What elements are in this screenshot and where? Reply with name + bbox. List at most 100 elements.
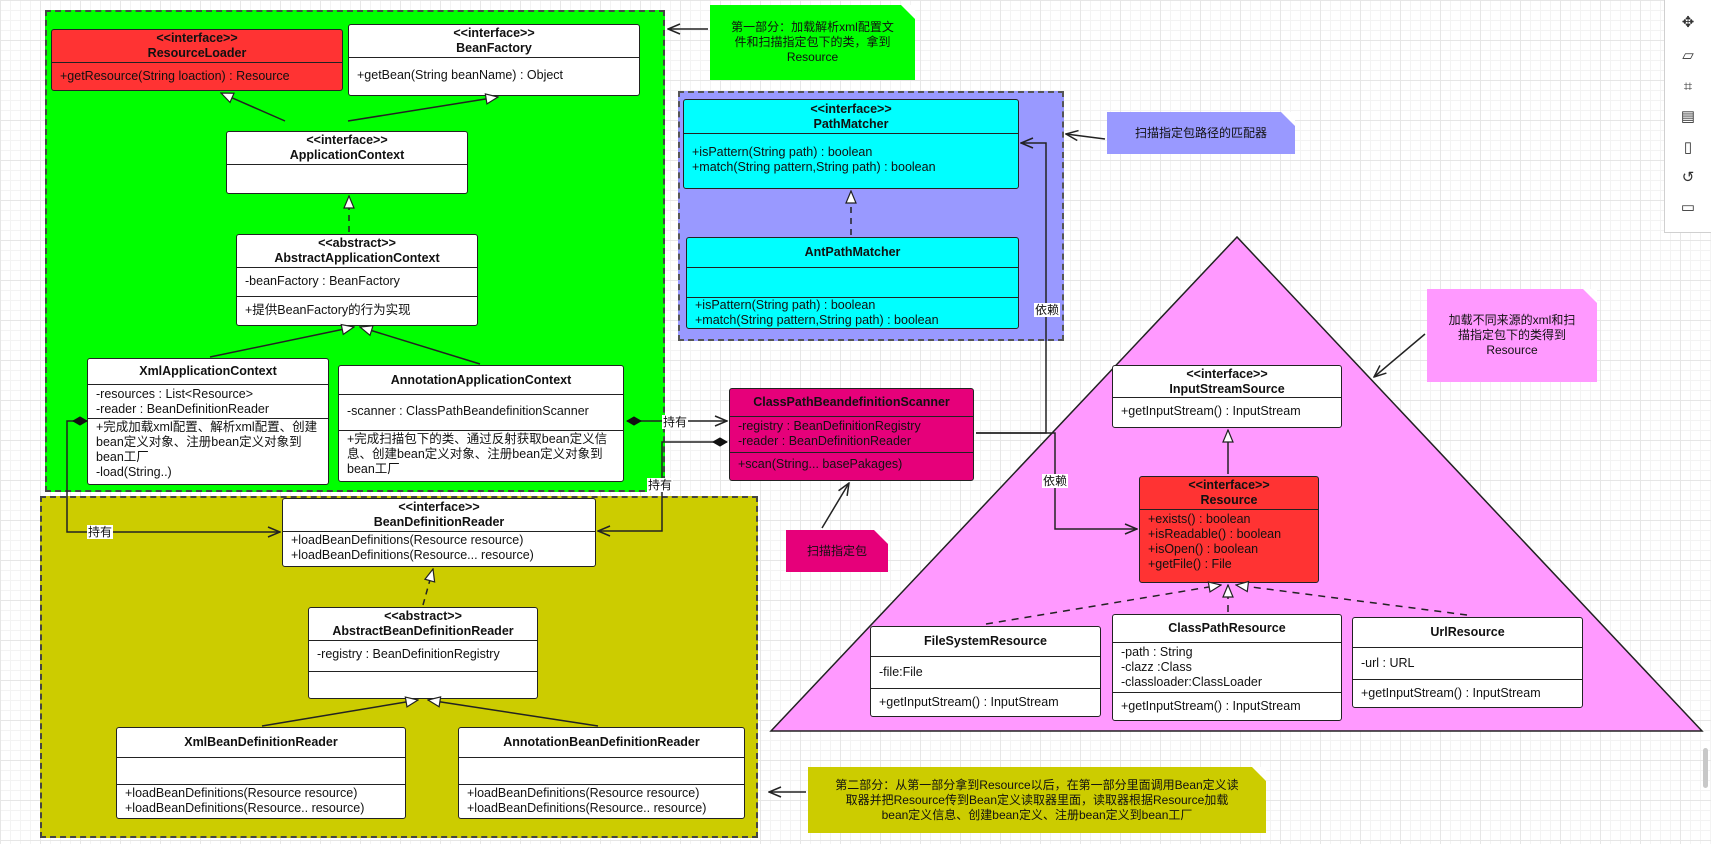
- note-matcher-text: 扫描指定包路径的匹配器: [1134, 125, 1267, 140]
- page-icon[interactable]: ▯: [1683, 139, 1693, 156]
- method: +match(String pattern,String path) : boo…: [695, 313, 939, 327]
- move-icon[interactable]: ✥: [1681, 14, 1695, 31]
- method: +getBean(String beanName) : Object: [357, 68, 564, 82]
- format-icon[interactable]: ▱: [1682, 47, 1694, 64]
- note-scan-text: 扫描指定包: [806, 543, 867, 558]
- method: +exists() : boolean: [1148, 512, 1251, 526]
- crop-icon[interactable]: ⌗: [1683, 78, 1693, 95]
- class-name: BeanDefinitionReader: [373, 515, 505, 529]
- note-resource: 加载不同来源的xml和扫 描指定包下的类得到 Resource: [1427, 289, 1597, 382]
- stereotype: <<interface>>: [810, 101, 892, 116]
- class-abstract-application-context[interactable]: <<abstract>> AbstractApplicationContext …: [236, 234, 478, 326]
- label-depends-matcher: 依赖: [1034, 303, 1061, 317]
- class-annotation-application-context[interactable]: AnnotationApplicationContext -scanner : …: [338, 365, 624, 482]
- method: +getFile() : File: [1148, 557, 1232, 571]
- field: -clazz :Class: [1121, 660, 1192, 674]
- stereotype: <<interface>>: [156, 31, 238, 45]
- class-ant-path-matcher[interactable]: AntPathMatcher +isPattern(String path) :…: [686, 237, 1019, 329]
- method: +getInputStream() : InputStream: [879, 695, 1059, 709]
- edge-abstract-reader: [422, 569, 433, 606]
- field: -beanFactory : BeanFactory: [245, 274, 400, 288]
- method: +isReadable() : boolean: [1148, 527, 1282, 541]
- pointer-matcher: [1066, 134, 1106, 139]
- note-part2: 第二部分：从第一部分拿到Resource以后，在第一部分里面调用Bean定义读 …: [808, 767, 1266, 833]
- history-icon[interactable]: ↺: [1681, 169, 1695, 186]
- class-resource-loader[interactable]: <<interface>> ResourceLoader +getResourc…: [51, 29, 343, 91]
- edge-scanner-depends-matcher: [976, 143, 1047, 434]
- class-input-stream-source[interactable]: <<interface>> InputStreamSource +getInpu…: [1112, 365, 1342, 428]
- edge-xml-holds-reader: [66, 421, 280, 532]
- class-application-context[interactable]: <<interface>> ApplicationContext: [226, 131, 468, 194]
- class-name: InputStreamSource: [1169, 381, 1285, 396]
- class-name: FileSystemResource: [924, 634, 1047, 648]
- class-name: ResourceLoader: [147, 46, 247, 60]
- class-classpath-resource[interactable]: ClassPathResource -path : String -clazz …: [1112, 614, 1342, 721]
- class-name: AbstractBeanDefinitionReader: [332, 624, 514, 638]
- method: +getResource(String loaction) : Resource: [60, 69, 290, 83]
- method: +isOpen() : boolean: [1148, 542, 1259, 556]
- class-name: AnnotationBeanDefinitionReader: [503, 735, 700, 749]
- field: -classloader:ClassLoader: [1121, 675, 1263, 689]
- field: -path : String: [1121, 645, 1193, 659]
- method: +提供BeanFactory的行为实现: [245, 303, 411, 317]
- method: +loadBeanDefinitions(Resource... resourc…: [291, 548, 534, 562]
- note-part1-text: 第一部分：加载解析xml配置文 件和扫描指定包下的类，拿到 Resource: [731, 20, 894, 64]
- edge-filesystem-resource: [985, 585, 1221, 625]
- label-has-scanner: 持有: [662, 415, 689, 429]
- class-name: AntPathMatcher: [804, 245, 901, 259]
- class-name: XmlBeanDefinitionReader: [184, 735, 338, 749]
- method: +scan(String... basePakages): [738, 457, 903, 471]
- stereotype: <<abstract>>: [384, 609, 462, 623]
- edge-url-resource: [1236, 585, 1468, 616]
- class-file-system-resource[interactable]: FileSystemResource -file:File +getInputS…: [870, 626, 1101, 717]
- class-name: ApplicationContext: [289, 148, 405, 162]
- pointer-scan: [821, 483, 849, 529]
- class-path-matcher[interactable]: <<interface>> PathMatcher +isPattern(Str…: [683, 99, 1019, 189]
- note-scan: 扫描指定包: [786, 530, 888, 572]
- class-resource[interactable]: <<interface>> Resource +exists() : boole…: [1139, 476, 1319, 583]
- pages-icon[interactable]: ▤: [1680, 108, 1696, 125]
- class-xml-bean-definition-reader[interactable]: XmlBeanDefinitionReader +loadBeanDefinit…: [116, 727, 406, 819]
- field: -reader : BeanDefinitionReader: [96, 402, 270, 416]
- edge-appctx-resourceloader: [221, 92, 286, 122]
- edge-annreader-abstract: [428, 700, 599, 727]
- note-resource-text: 加载不同来源的xml和扫 描指定包下的类得到 Resource: [1448, 313, 1576, 357]
- field: -reader : BeanDefinitionReader: [738, 434, 912, 448]
- note-matcher: 扫描指定包路径的匹配器: [1107, 112, 1295, 154]
- class-abstract-bean-definition-reader[interactable]: <<abstract>> AbstractBeanDefinitionReade…: [308, 607, 538, 699]
- comment-icon[interactable]: ▭: [1680, 199, 1696, 216]
- right-toolbar: ✥ ▱ ⌗ ▤ ▯ ↺ ▭: [1664, 0, 1711, 233]
- method: +getInputStream() : InputStream: [1121, 699, 1301, 713]
- edge-annotation-abstract: [360, 327, 481, 365]
- edge-xml-abstract: [209, 327, 354, 358]
- note-part2-text: 第二部分：从第一部分拿到Resource以后，在第一部分里面调用Bean定义读 …: [835, 777, 1239, 822]
- method: +loadBeanDefinitions(Resource resource): [125, 786, 358, 800]
- class-name: ClassPathBeandefinitionScanner: [753, 395, 950, 409]
- class-name: XmlApplicationContext: [139, 364, 277, 378]
- method: +loadBeanDefinitions(Resource.. resource…: [125, 801, 365, 815]
- field: -scanner : ClassPathBeandefinitionScanne…: [347, 404, 589, 418]
- stereotype: <<interface>>: [1186, 366, 1268, 381]
- field: -registry : BeanDefinitionRegistry: [738, 419, 921, 433]
- stereotype: <<interface>>: [306, 133, 388, 147]
- stereotype: <<interface>>: [1188, 478, 1270, 492]
- class-name: Resource: [1200, 493, 1258, 507]
- method: +完成扫描包下的类、通过反射获取bean定义信息、创建bean定义对象、注册be…: [347, 432, 608, 476]
- field: -registry : BeanDefinitionRegistry: [317, 647, 500, 661]
- method: +loadBeanDefinitions(Resource resource): [291, 533, 524, 547]
- class-classpath-beandefinition-scanner[interactable]: ClassPathBeandefinitionScanner -registry…: [729, 388, 974, 481]
- class-bean-definition-reader[interactable]: <<interface>> BeanDefinitionReader +load…: [282, 498, 596, 567]
- pointer-resource: [1374, 333, 1426, 377]
- method: +isPattern(String path) : boolean: [692, 145, 873, 159]
- stereotype: <<interface>>: [453, 26, 535, 40]
- vertical-scrollbar[interactable]: [1703, 748, 1708, 788]
- class-name: BeanFactory: [456, 41, 532, 55]
- note-part1: 第一部分：加载解析xml配置文 件和扫描指定包下的类，拿到 Resource: [710, 5, 915, 80]
- method: +getInputStream() : InputStream: [1121, 404, 1301, 418]
- class-url-resource[interactable]: UrlResource -url : URL +getInputStream()…: [1352, 617, 1583, 708]
- edge-xmlreader-abstract: [261, 700, 418, 727]
- class-annotation-bean-definition-reader[interactable]: AnnotationBeanDefinitionReader +loadBean…: [458, 727, 745, 819]
- stereotype: <<interface>>: [398, 500, 480, 514]
- field: -file:File: [879, 665, 923, 679]
